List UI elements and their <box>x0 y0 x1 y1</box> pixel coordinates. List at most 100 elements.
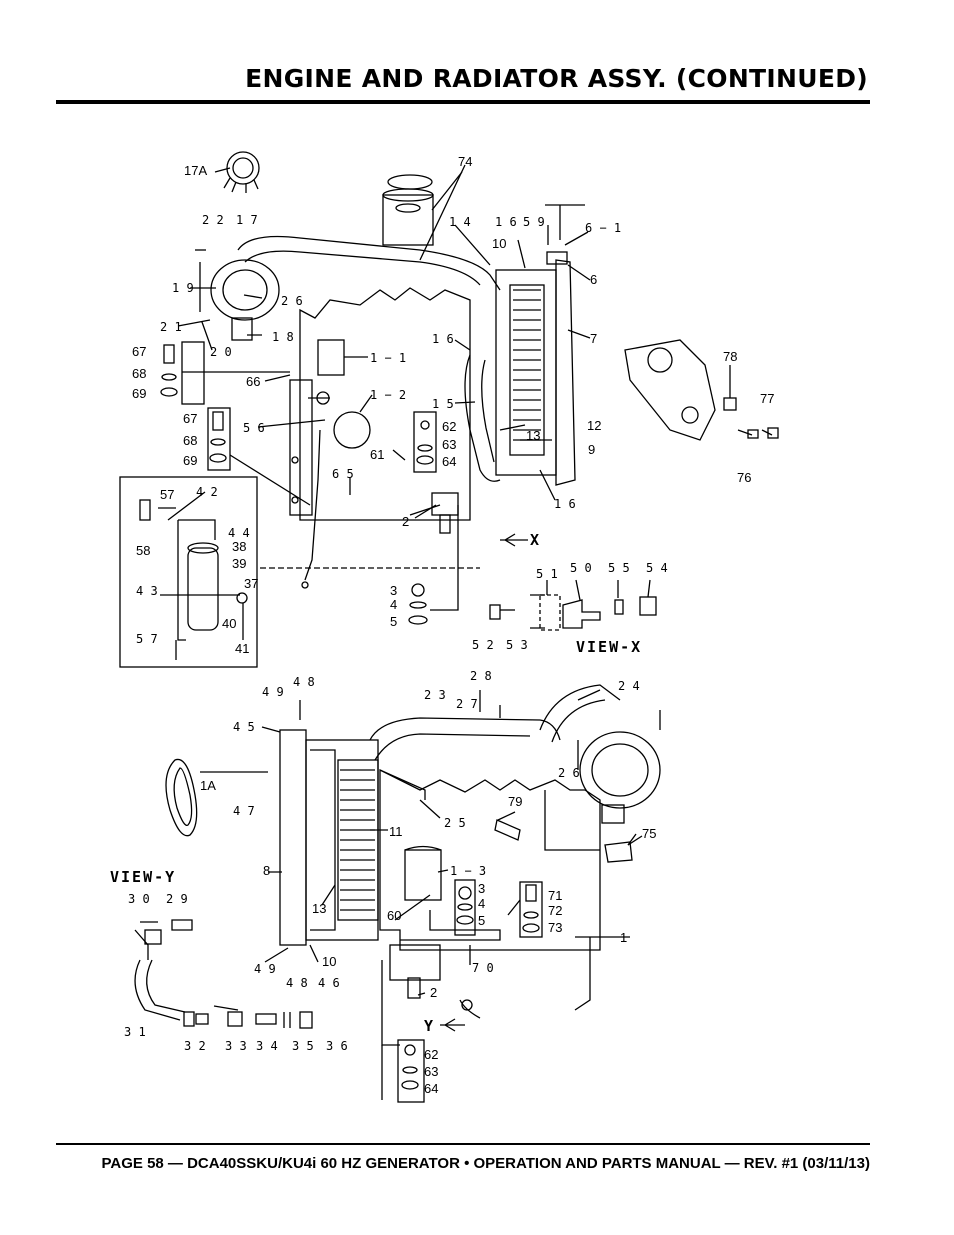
callout-51: 5 1 <box>536 567 558 581</box>
callout-7: 7 <box>590 331 597 346</box>
callout-69a: 69 <box>132 386 146 401</box>
radiator-bottom <box>279 729 379 946</box>
callout-31: 3 1 <box>124 1025 146 1039</box>
callout-30: 3 0 <box>128 892 150 906</box>
callout-63a: 63 <box>442 437 456 452</box>
callout-13b: 13 <box>312 901 326 916</box>
callout-5a: 5 <box>390 614 397 629</box>
callout-8: 8 <box>263 863 270 878</box>
belt-1a <box>165 758 198 837</box>
callout-72: 72 <box>548 903 562 918</box>
callout-2b: 2 <box>430 985 437 1000</box>
thermostat-housing <box>624 339 779 441</box>
callout-68b: 68 <box>183 433 197 448</box>
callout-70: 7 0 <box>472 961 494 975</box>
callout-5b: 5 <box>478 913 485 928</box>
callout-56: 5 6 <box>243 421 265 435</box>
callout-1-2: 1 − 2 <box>370 388 406 402</box>
callout-18: 1 8 <box>272 330 294 344</box>
callout-29: 2 9 <box>166 892 188 906</box>
callout-13a: 13 <box>526 428 540 443</box>
callout-49a: 4 9 <box>262 685 284 699</box>
air-cleaner-body <box>210 259 280 321</box>
callout-65: 6 5 <box>332 467 354 481</box>
engine-block-top <box>299 287 471 521</box>
callout-19: 1 9 <box>172 281 194 295</box>
callout-16c: 1 6 <box>554 497 576 511</box>
fuel-filter-element-1-3 <box>404 849 442 901</box>
callout-71: 71 <box>548 888 562 903</box>
callout-22: 2 2 <box>202 213 224 227</box>
callout-44: 4 4 <box>228 526 250 540</box>
callout-74: 74 <box>458 154 472 169</box>
callout-55: 5 5 <box>608 561 630 575</box>
engine-block-bottom <box>379 768 601 951</box>
filter-element-74 <box>382 171 463 246</box>
callout-67b: 67 <box>183 411 197 426</box>
air-cleaner-cap-17a <box>223 151 260 193</box>
callout-49b: 4 9 <box>254 962 276 976</box>
callout-62a: 62 <box>442 419 456 434</box>
callout-3b: 3 <box>478 881 485 896</box>
callout-57b: 5 7 <box>136 632 158 646</box>
callout-77: 77 <box>760 391 774 406</box>
callout-4b: 4 <box>478 896 485 911</box>
radiator-top <box>495 204 585 486</box>
callout-57a: 57 <box>160 487 174 502</box>
page-footer: PAGE 58 — DCA40SSKU/KU4i 60 HZ GENERATOR… <box>101 1155 871 1172</box>
callout-37: 37 <box>244 576 258 591</box>
callout-59: 5 9 <box>523 215 545 229</box>
callout-14: 1 4 <box>449 215 471 229</box>
callout-79: 79 <box>508 794 522 809</box>
fuel-filter-1-1 <box>317 339 345 376</box>
callout-67a: 67 <box>132 344 146 359</box>
callout-16a: 1 6 <box>495 215 517 229</box>
hose-15 <box>464 354 501 482</box>
callout-9: 9 <box>588 442 595 457</box>
callout-23: 2 3 <box>424 688 446 702</box>
callout-38: 38 <box>232 539 246 554</box>
view-x-label: VIEW-X <box>576 638 642 656</box>
callout-12: 12 <box>587 418 601 433</box>
callout-1: 1 <box>620 930 627 945</box>
callout-45: 4 5 <box>233 720 255 734</box>
footer-rule <box>56 1143 870 1145</box>
callout-17a: 17A <box>184 163 207 178</box>
callout-48a: 4 8 <box>293 675 315 689</box>
view-y-label: VIEW-Y <box>110 868 176 886</box>
callout-39: 39 <box>232 556 246 571</box>
callout-48b: 4 8 <box>286 976 308 990</box>
callout-1a: 1A <box>200 778 216 793</box>
callout-58: 58 <box>136 543 150 558</box>
callout-53: 5 3 <box>506 638 528 652</box>
callout-17: 1 7 <box>236 213 258 227</box>
callout-32: 3 2 <box>184 1039 206 1053</box>
callout-33: 3 3 <box>225 1039 247 1053</box>
callout-20: 2 0 <box>210 345 232 359</box>
intake-hose-17 <box>237 235 501 291</box>
water-separator-box <box>119 476 258 668</box>
callout-34: 3 4 <box>256 1039 278 1053</box>
callout-66: 66 <box>246 374 260 389</box>
header-rule <box>56 100 870 104</box>
callout-54: 5 4 <box>646 561 668 575</box>
callout-10a: 10 <box>492 236 506 251</box>
callout-76: 76 <box>737 470 751 485</box>
y-marker: Y <box>424 1017 435 1035</box>
callout-3a: 3 <box>390 583 397 598</box>
callout-41: 41 <box>235 641 249 656</box>
callout-1-3: 1 − 3 <box>450 864 486 878</box>
callout-24: 2 4 <box>618 679 640 693</box>
callout-26a: 2 6 <box>281 294 303 308</box>
callout-6: 6 <box>590 272 597 287</box>
callout-68a: 68 <box>132 366 146 381</box>
callout-27: 2 7 <box>456 697 478 711</box>
callout-52: 5 2 <box>472 638 494 652</box>
callout-64b: 64 <box>424 1081 438 1096</box>
callout-21: 2 1 <box>160 320 182 334</box>
callout-15: 1 5 <box>432 397 454 411</box>
callout-47: 4 7 <box>233 804 255 818</box>
callout-11: 11 <box>389 824 403 839</box>
callout-78: 78 <box>723 349 737 364</box>
callout-46: 4 6 <box>318 976 340 990</box>
